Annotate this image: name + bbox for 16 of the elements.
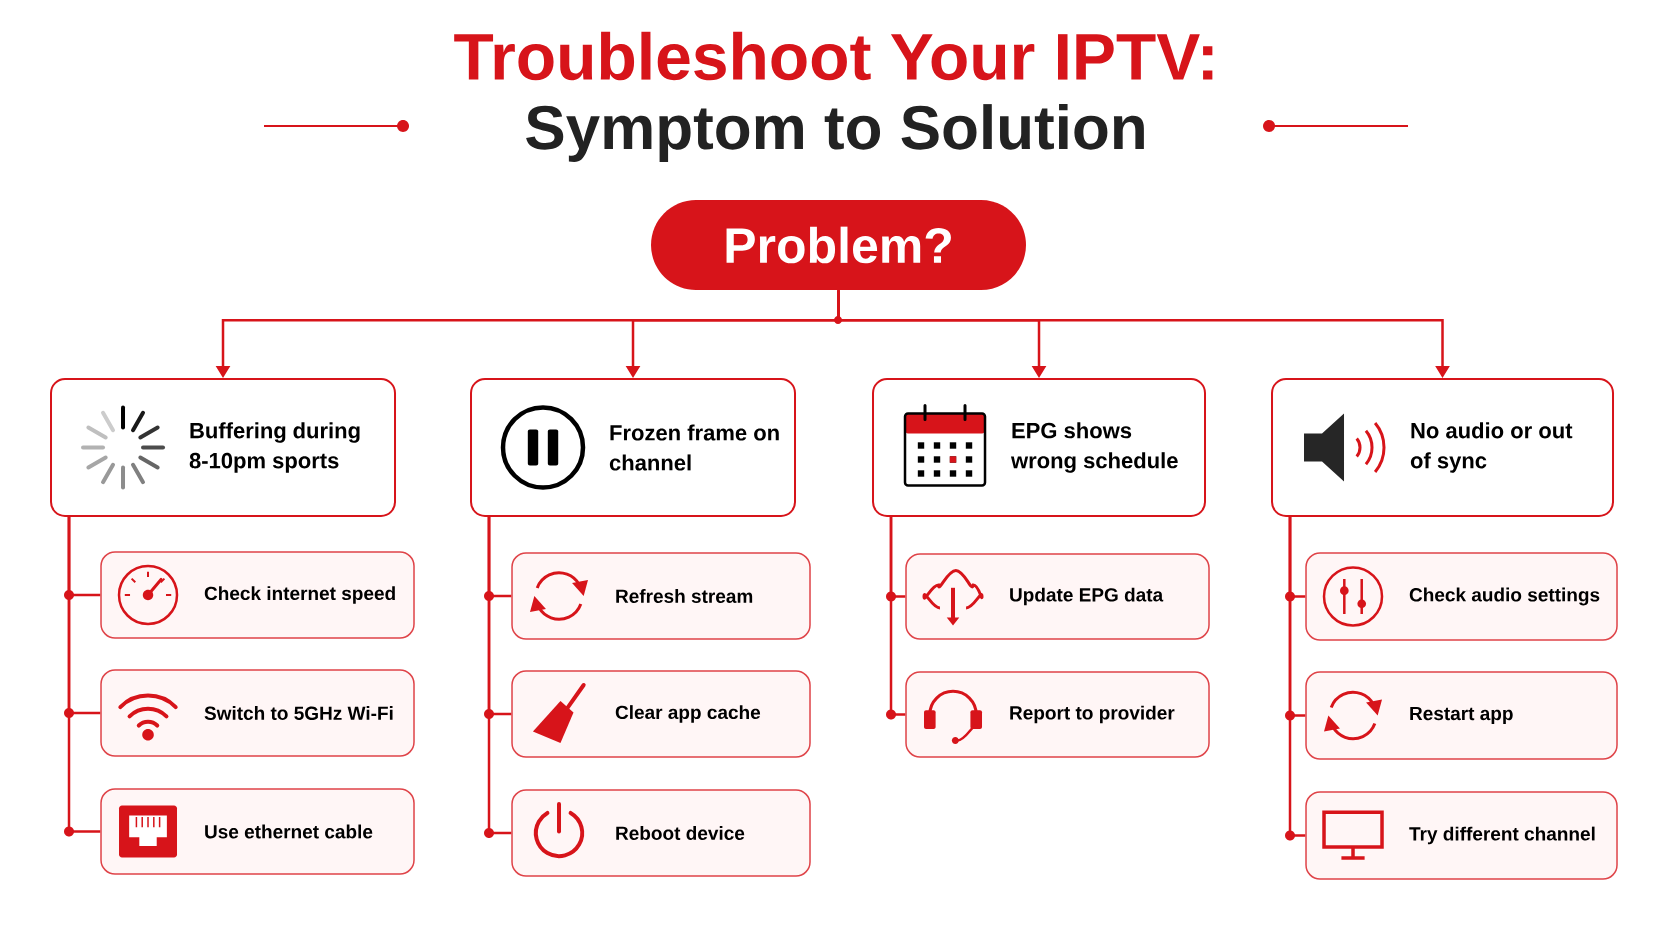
- solution-box: Report to provider: [905, 671, 1210, 758]
- solution-box: Check internet speed: [100, 551, 415, 639]
- symptom-box: Buffering during 8-10pm sports: [50, 378, 396, 517]
- solution-box: Update EPG data: [905, 553, 1210, 640]
- solution-box: Switch to 5GHz Wi-Fi: [100, 669, 415, 757]
- symptom-box: No audio or out of sync: [1271, 378, 1614, 517]
- symptom-box: EPG shows wrong schedule: [872, 378, 1206, 517]
- solution-box: Reboot device: [511, 789, 811, 877]
- solution-box: Restart app: [1305, 671, 1618, 760]
- symptom-box: Frozen frame on channel: [470, 378, 796, 517]
- solution-box: Clear app cache: [511, 670, 811, 758]
- problem-box: Problem?: [651, 200, 1026, 290]
- title: Troubleshoot Your IPTV:: [454, 31, 1213, 81]
- solution-box: Refresh stream: [511, 552, 811, 640]
- solution-box: Check audio settings: [1305, 552, 1618, 641]
- solution-box: Try different channel: [1305, 791, 1618, 880]
